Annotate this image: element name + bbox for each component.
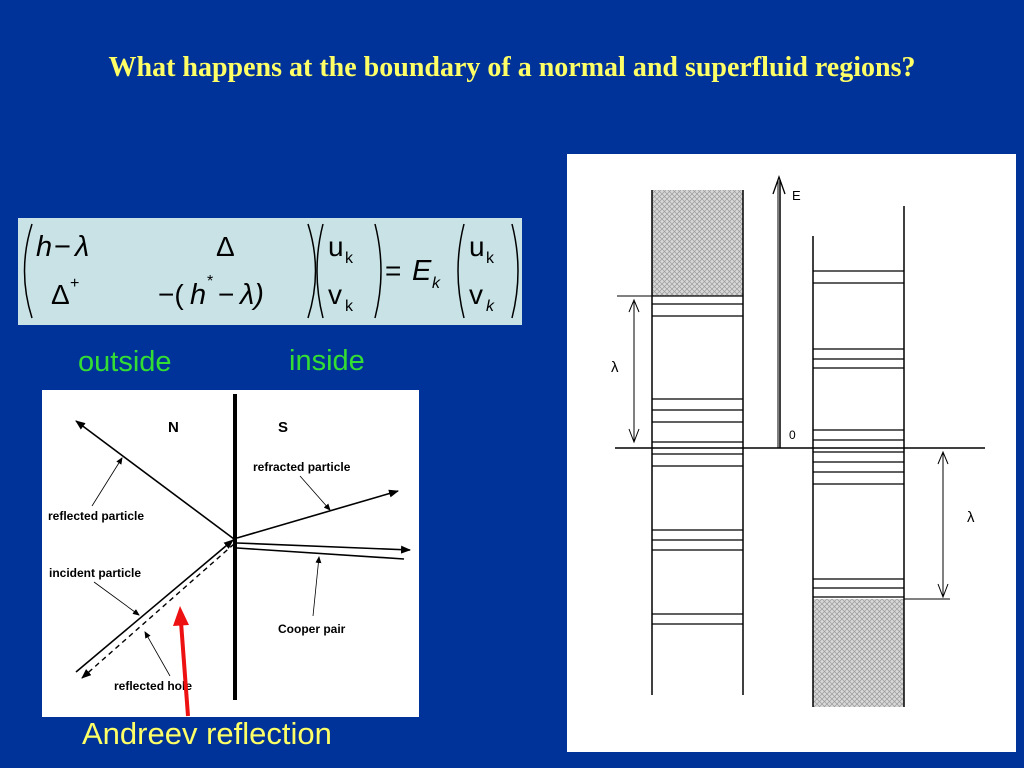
energy-axis-label: E	[792, 188, 801, 203]
m11-h: h	[36, 231, 52, 263]
reflected-hole-ray	[81, 543, 235, 679]
m21-delta: Δ	[51, 279, 70, 310]
right-filled-band	[813, 599, 904, 707]
energy-svg: E 0 λ λ	[611, 175, 985, 707]
lambda-upper-arrow-bottom	[628, 428, 640, 444]
cooper-pair-label: Cooper pair	[278, 622, 346, 636]
m22-prefix: −(	[158, 279, 184, 310]
lambda-lower-arrow-top	[937, 450, 949, 465]
zero-label: 0	[789, 428, 796, 442]
vec2-v: v	[469, 279, 483, 310]
s-label: S	[278, 419, 288, 436]
vec1-u: u	[328, 231, 344, 262]
reflection-svg: N S refracted particle reflected particl…	[48, 394, 411, 700]
n-label: N	[168, 419, 179, 436]
vec1-left-paren	[316, 223, 324, 319]
lambda-upper-label: λ	[611, 359, 619, 376]
refracted-particle-label: refracted particle	[253, 460, 351, 474]
slide-title: What happens at the boundary of a normal…	[108, 52, 916, 83]
vec1-right-paren	[374, 223, 382, 319]
vec2-left-paren	[457, 223, 465, 319]
inside-label: inside	[289, 345, 365, 377]
energy-axis-arrowhead	[772, 175, 786, 195]
vec1-v-sub: k	[345, 298, 354, 315]
equation-svg: h − λ Δ Δ + −( h * − λ) u k v k = E k u …	[23, 223, 519, 319]
right-levels	[813, 270, 904, 598]
red-arrow	[173, 606, 190, 717]
vec2-u: u	[469, 231, 485, 262]
cooper-pair-pointer	[312, 556, 322, 617]
eigen-E-sub: k	[432, 275, 441, 292]
energy-diagram: E 0 λ λ	[567, 154, 1016, 752]
reflected-particle-ray	[75, 420, 235, 540]
lambda-lower-label: λ	[967, 509, 975, 526]
vec1-v: v	[328, 279, 342, 310]
andreev-reflection-label: Andreev reflection	[82, 716, 332, 751]
m11-minus: −	[54, 231, 71, 263]
cooper-pair-ray-2	[236, 547, 405, 560]
m22-star: *	[207, 273, 213, 290]
m11-lambda: λ	[73, 231, 89, 263]
eigen-E: E	[412, 255, 432, 287]
vec2-right-paren	[511, 223, 519, 319]
m21-sup: +	[70, 275, 79, 292]
cooper-pair-ray-1	[236, 542, 411, 554]
vec1-u-sub: k	[345, 250, 354, 267]
equals-sign: =	[385, 255, 401, 286]
outside-label: outside	[78, 346, 172, 378]
matrix-right-paren	[307, 223, 317, 319]
incident-particle-label: incident particle	[49, 566, 141, 580]
reflection-diagram: N S refracted particle reflected particl…	[42, 390, 419, 717]
lambda-upper-arrow-top	[628, 298, 640, 313]
lambda-lower-arrow-bottom	[937, 583, 949, 599]
left-filled-band	[652, 190, 743, 296]
m22-lambda: λ)	[238, 279, 264, 311]
refracted-particle-ray	[236, 489, 399, 539]
m22-h: h	[190, 279, 206, 311]
reflected-particle-pointer	[91, 457, 123, 507]
matrix-left-paren	[23, 223, 33, 319]
vec2-u-sub: k	[486, 250, 495, 267]
reflected-hole-pointer	[144, 631, 171, 677]
m22-minus: −	[218, 279, 234, 310]
left-levels	[652, 295, 743, 625]
vec2-v-sub: k	[486, 298, 495, 315]
reflected-hole-label: reflected hole	[114, 679, 192, 693]
reflected-particle-label: reflected particle	[48, 509, 144, 523]
matrix-equation: h − λ Δ Δ + −( h * − λ) u k v k = E k u …	[18, 218, 522, 325]
refracted-pointer	[299, 475, 331, 511]
m12-delta: Δ	[216, 231, 235, 262]
incident-particle-pointer	[93, 581, 140, 616]
incident-particle-ray	[75, 539, 234, 673]
